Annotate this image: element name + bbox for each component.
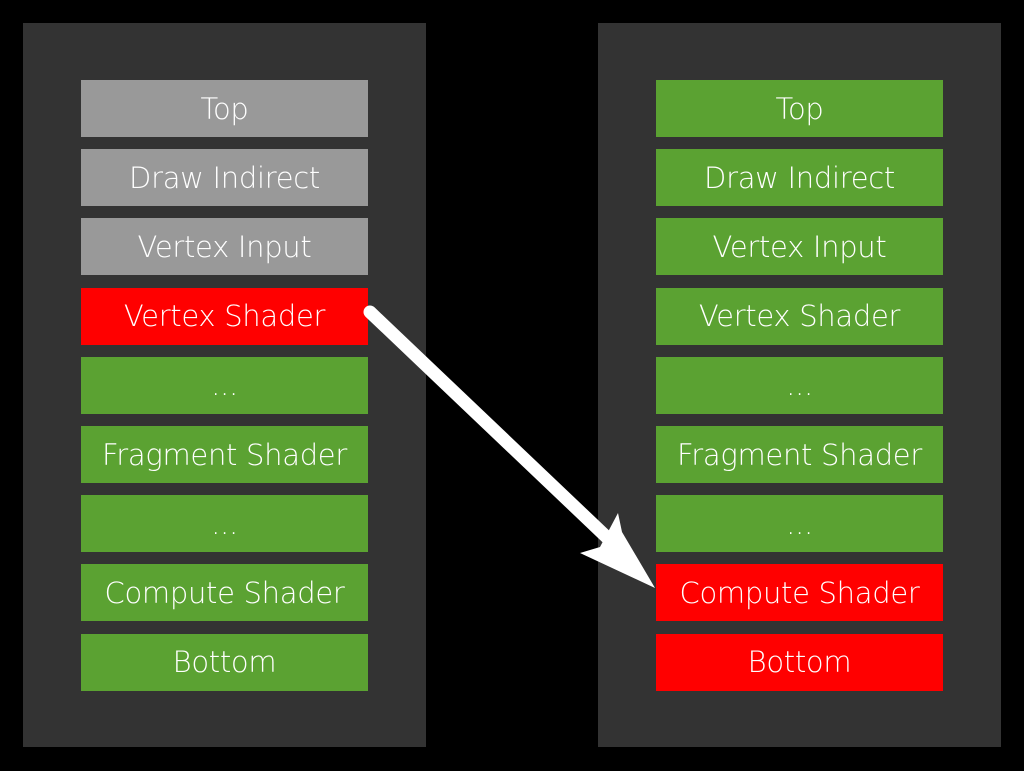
arrow-head-icon bbox=[580, 513, 655, 588]
left-stage-fragment-shader: Fragment Shader bbox=[81, 426, 368, 483]
left-stage-top: Top bbox=[81, 80, 368, 137]
left-stage-vertex-shader: Vertex Shader bbox=[81, 287, 368, 345]
left-stage-bottom: Bottom bbox=[81, 633, 368, 691]
right-stage-top: Top bbox=[656, 80, 943, 137]
left-stage-draw-indirect: Draw Indirect bbox=[81, 149, 368, 207]
left-stage-ellipsis-4: ... bbox=[81, 356, 368, 414]
right-stage-ellipsis-4: ... bbox=[656, 356, 943, 414]
right-stage-vertex-input: Vertex Input bbox=[656, 218, 943, 276]
left-stage-compute-shader: Compute Shader bbox=[81, 564, 368, 622]
right-stage-bottom: Bottom bbox=[656, 633, 943, 691]
left-stage-ellipsis-6: ... bbox=[81, 495, 368, 553]
right-stage-fragment-shader: Fragment Shader bbox=[656, 426, 943, 483]
right-stage-draw-indirect: Draw Indirect bbox=[656, 149, 943, 207]
right-stage-ellipsis-6: ... bbox=[656, 495, 943, 553]
right-stage-vertex-shader: Vertex Shader bbox=[656, 287, 943, 345]
arrow-shaft bbox=[363, 305, 624, 554]
left-stage-vertex-input: Vertex Input bbox=[81, 218, 368, 276]
right-stage-compute-shader: Compute Shader bbox=[656, 564, 943, 622]
